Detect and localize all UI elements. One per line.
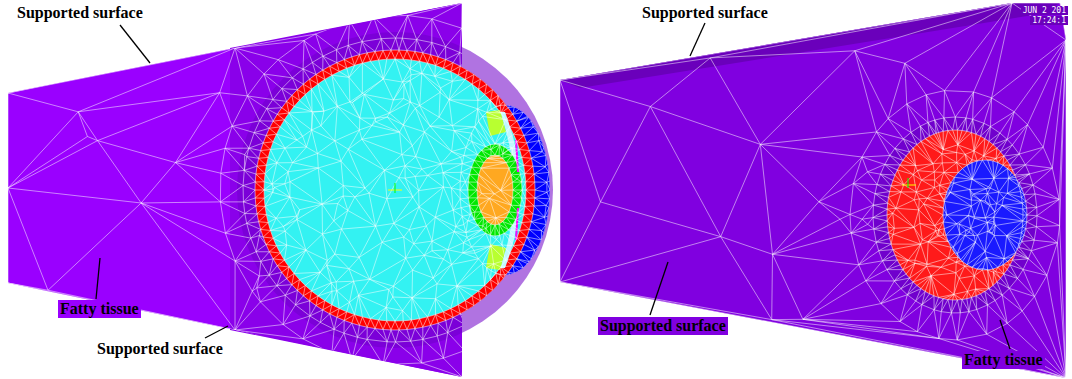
part-label: Fatty tissue bbox=[58, 300, 141, 318]
mesh-path bbox=[560, 3, 1066, 378]
leader-line bbox=[205, 326, 228, 338]
part-label: Fatty tissue bbox=[962, 351, 1045, 369]
part-label: Supported surface bbox=[640, 4, 770, 22]
axis-triad bbox=[908, 178, 909, 188]
supported-top-face bbox=[560, 3, 1060, 88]
axis-triad bbox=[902, 185, 916, 186]
ciliary-body bbox=[486, 110, 506, 136]
leader-line bbox=[690, 23, 705, 56]
leader-line bbox=[1000, 320, 1010, 349]
leader-line bbox=[120, 25, 150, 63]
timestamp-text: 17:24:1 bbox=[1030, 16, 1068, 25]
part-label: Supported surface bbox=[95, 340, 225, 358]
leader-line bbox=[96, 258, 100, 299]
axis-triad bbox=[395, 183, 396, 193]
fatty-tissue-region bbox=[560, 3, 1066, 378]
left-model bbox=[8, 3, 570, 377]
mesh-lines bbox=[560, 3, 1066, 378]
leader-line bbox=[650, 262, 668, 315]
part-label: Supported surface bbox=[598, 317, 728, 335]
vitreous bbox=[264, 59, 526, 321]
leader-lines bbox=[96, 23, 1010, 349]
part-label: Supported surface bbox=[15, 4, 145, 22]
right-model bbox=[560, 3, 1066, 378]
timestamp-text: JUN 2 201 bbox=[1021, 6, 1068, 15]
mesh-path bbox=[8, 3, 570, 377]
mesh-lines bbox=[8, 3, 570, 377]
sclera bbox=[255, 50, 535, 330]
